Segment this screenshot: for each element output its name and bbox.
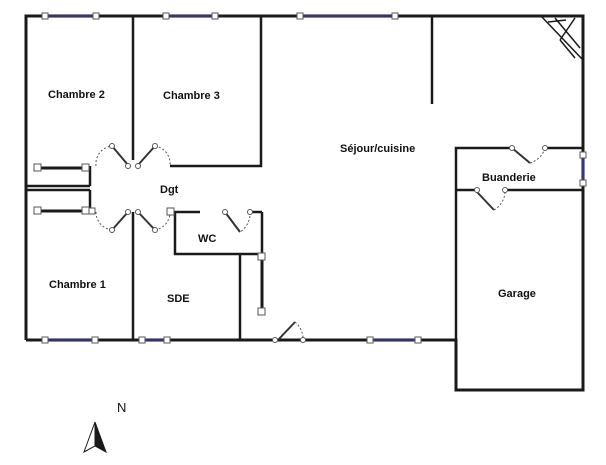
- door-chambre3: [135, 143, 171, 169]
- door-sde: [135, 209, 171, 233]
- corner-symbol: [540, 15, 584, 61]
- door-chambre2: [95, 143, 131, 169]
- windows: [45, 15, 584, 341]
- label-chambre-1: Chambre 1: [49, 279, 106, 291]
- label-sde: SDE: [167, 293, 190, 305]
- door-chambre1: [95, 209, 131, 233]
- label-sejour-cuisine: Séjour/cuisine: [340, 143, 415, 155]
- door-wc: [222, 209, 253, 233]
- door-entrance: [272, 321, 306, 343]
- wall-ch3-right: [170, 16, 263, 168]
- sliding-door-frames: [33, 163, 266, 316]
- exterior-wall-main: [24, 14, 585, 392]
- north-arrow-icon: [83, 421, 107, 454]
- window-frames: [41, 12, 587, 344]
- wall-wc: [173, 212, 264, 256]
- exterior-walls: [24, 14, 585, 392]
- doors: [95, 143, 548, 343]
- label-buanderie: Buanderie: [482, 172, 536, 184]
- north-label: N: [117, 400, 126, 415]
- north-arrow: N: [83, 400, 126, 454]
- label-garage: Garage: [498, 288, 536, 300]
- sliding-doors: [40, 166, 264, 312]
- wall-buanderie-left: [454, 146, 512, 340]
- label-chambre-3: Chambre 3: [163, 90, 220, 102]
- door-buanderie-top: [509, 145, 548, 164]
- label-chambre-2: Chambre 2: [48, 89, 105, 101]
- label-wc: WC: [198, 233, 216, 245]
- door-garage: [474, 187, 508, 211]
- label-dgt: Dgt: [160, 184, 179, 196]
- interior-walls: [26, 16, 583, 340]
